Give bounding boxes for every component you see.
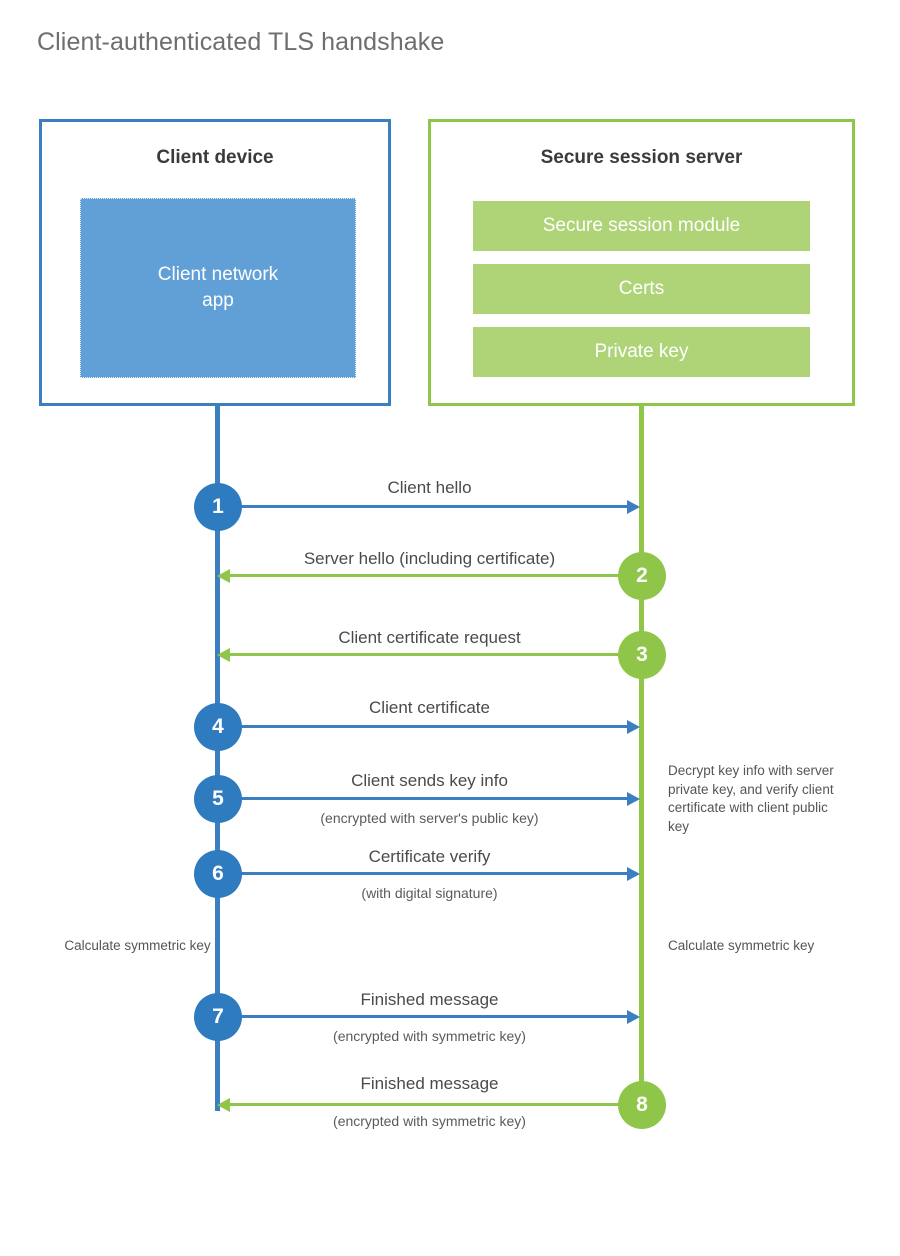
client-device-title: Client device bbox=[156, 147, 274, 168]
message-line-4 bbox=[218, 725, 628, 728]
message-label-2: Server hello (including certificate) bbox=[303, 549, 556, 568]
message-line-7 bbox=[218, 1015, 628, 1018]
message-label-7: Finished message bbox=[360, 990, 499, 1009]
message-label-4: Client certificate bbox=[369, 698, 490, 717]
message-label-1: Client hello bbox=[387, 478, 472, 497]
message-line-2 bbox=[230, 574, 642, 577]
step-circle-2[interactable]: 2 bbox=[618, 552, 666, 600]
arrowhead-icon-7 bbox=[627, 1010, 640, 1024]
step-circle-1[interactable]: 1 bbox=[194, 483, 242, 531]
client-lifeline bbox=[215, 405, 220, 1111]
message-sublabel-8: (encrypted with symmetric key) bbox=[333, 1113, 526, 1129]
message-label-8: Finished message bbox=[360, 1074, 499, 1093]
secure-session-server-title: Secure session server bbox=[540, 147, 743, 168]
secure-session-server-box: Secure session server Secure session mod… bbox=[428, 119, 855, 406]
step-circle-8[interactable]: 8 bbox=[618, 1081, 666, 1129]
message-line-8 bbox=[230, 1103, 642, 1106]
arrowhead-icon-4 bbox=[627, 720, 640, 734]
arrowhead-icon-5 bbox=[627, 792, 640, 806]
note-server-calculate-symmetric-key: Calculate symmetric key bbox=[668, 938, 815, 953]
server-component-label: Secure session module bbox=[542, 215, 741, 236]
message-line-6 bbox=[218, 872, 628, 875]
message-line-3 bbox=[230, 653, 642, 656]
note-server-decrypt: Decrypt key info with server private key… bbox=[668, 763, 834, 834]
arrowhead-icon-6 bbox=[627, 867, 640, 881]
server-component-certs: Certs bbox=[473, 264, 810, 314]
step-circle-3[interactable]: 3 bbox=[618, 631, 666, 679]
arrowhead-icon-8 bbox=[217, 1098, 230, 1112]
page-title: Client-authenticated TLS handshake bbox=[37, 28, 445, 56]
server-component-label: Certs bbox=[618, 278, 665, 299]
message-line-5 bbox=[218, 797, 628, 800]
step-circle-5[interactable]: 5 bbox=[194, 775, 242, 823]
server-component-secure-session-module: Secure session module bbox=[473, 201, 810, 251]
message-label-5: Client sends key info bbox=[351, 771, 508, 790]
step-circle-7[interactable]: 7 bbox=[194, 993, 242, 1041]
arrowhead-icon-3 bbox=[217, 648, 230, 662]
message-label-3: Client certificate request bbox=[338, 628, 521, 647]
message-sublabel-6: (with digital signature) bbox=[361, 885, 498, 901]
arrowhead-icon-2 bbox=[217, 569, 230, 583]
message-line-1 bbox=[218, 505, 628, 508]
step-circle-6[interactable]: 6 bbox=[194, 850, 242, 898]
message-label-6: Certificate verify bbox=[368, 847, 491, 866]
message-sublabel-7: (encrypted with symmetric key) bbox=[333, 1028, 526, 1044]
server-component-private-key: Private key bbox=[473, 327, 810, 377]
step-circle-4[interactable]: 4 bbox=[194, 703, 242, 751]
arrowhead-icon-1 bbox=[627, 500, 640, 514]
note-client-calculate-symmetric-key: Calculate symmetric key bbox=[64, 938, 211, 953]
server-lifeline bbox=[639, 405, 644, 1105]
server-component-label: Private key bbox=[594, 341, 689, 362]
message-sublabel-5: (encrypted with server's public key) bbox=[320, 810, 539, 826]
